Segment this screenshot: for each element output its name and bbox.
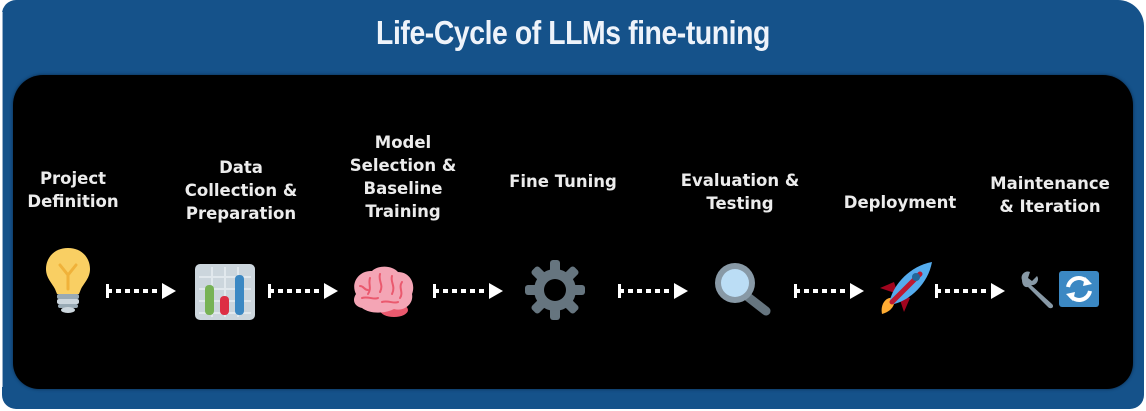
flow-arrow-6	[935, 283, 1005, 299]
stage-label-evaluation-testing: Evaluation & Testing	[680, 171, 800, 213]
bar-chart-icon	[195, 264, 255, 320]
flow-arrow-3	[433, 283, 503, 299]
stage-label-project-definition: Project Definition	[27, 169, 119, 211]
gear-icon	[525, 260, 585, 320]
stage-label-fine-tuning: Fine Tuning	[509, 172, 617, 191]
flow-arrow-5	[794, 283, 864, 299]
wrench-icon	[1021, 271, 1054, 309]
brain-icon	[354, 266, 414, 317]
stage-label-deployment: Deployment	[843, 193, 957, 212]
magnifying-glass-icon	[715, 263, 771, 316]
flow-arrow-1	[106, 283, 176, 299]
rocket-icon	[880, 262, 932, 314]
flow-arrow-2	[268, 283, 338, 299]
frame-edge	[2, 12, 3, 387]
diagram-title: Life-Cycle of LLMs fine-tuning	[376, 14, 770, 51]
stage-label-model-selection: Model Selection & Baseline Training	[349, 133, 457, 221]
stage-label-maintenance-iteration: Maintenance & Iteration	[990, 174, 1110, 216]
lifecycle-panel	[13, 75, 1133, 389]
lightbulb-icon	[46, 248, 90, 313]
refresh-icon	[1059, 271, 1099, 307]
flow-arrow-4	[618, 283, 688, 299]
stage-label-data-collection: Data Collection & Preparation	[184, 158, 298, 223]
